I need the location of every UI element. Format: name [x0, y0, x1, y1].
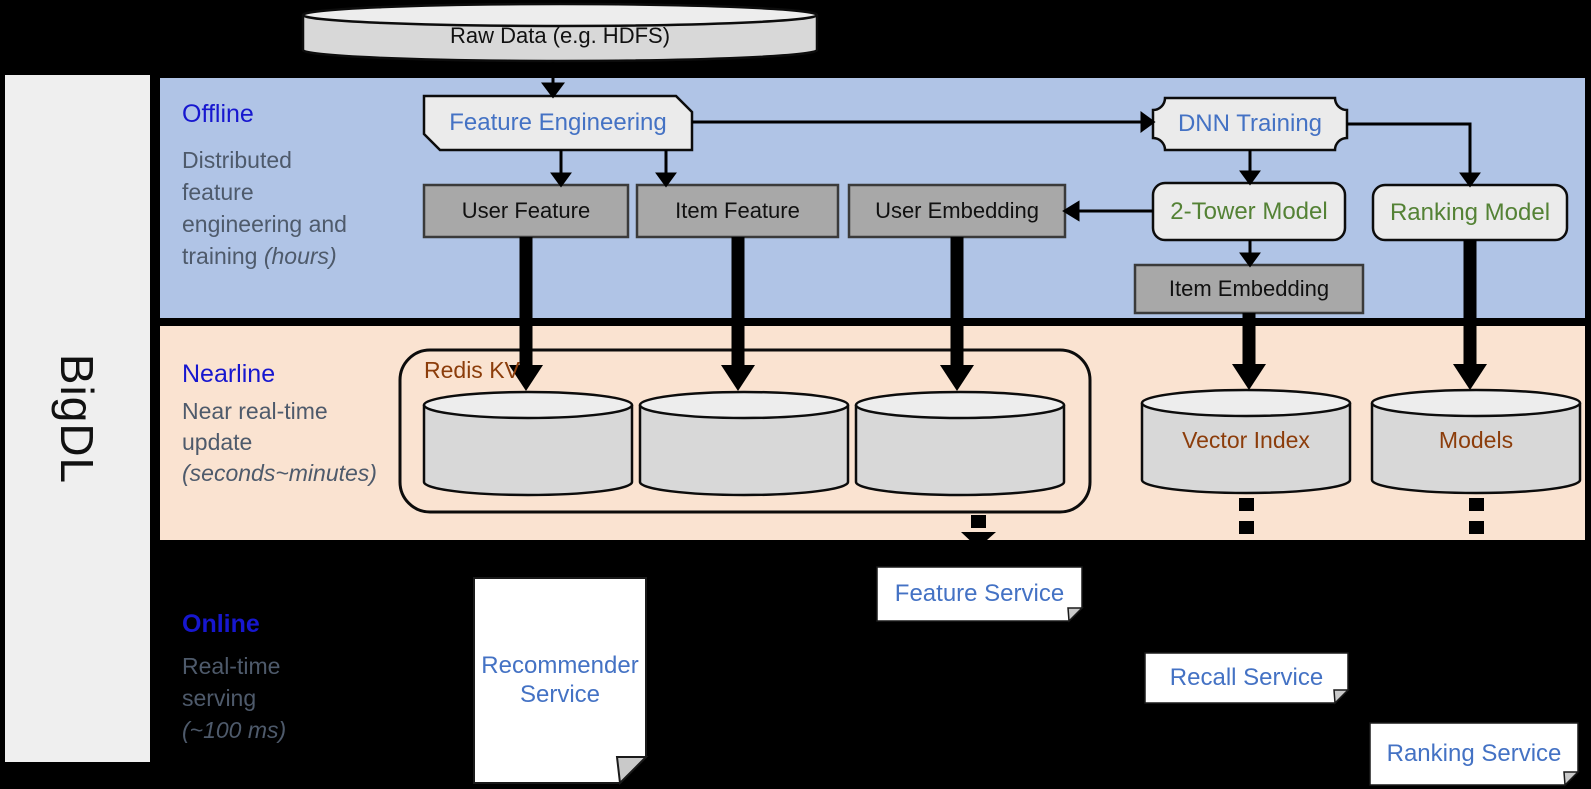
ranking-service-label: Ranking Service	[1386, 740, 1562, 767]
offline-description: Distributed feature engineering and trai…	[182, 147, 347, 269]
recall-service-card	[1144, 652, 1350, 705]
ranking-service-card	[1369, 722, 1580, 787]
vector-index-cylinder	[1140, 388, 1352, 495]
ranking-model-label: Ranking Model	[1389, 198, 1551, 226]
dashed-connectors	[961, 498, 1484, 548]
recall-service-label: Recall Service	[1169, 664, 1324, 691]
bigdl-sidebar: BigDL	[5, 75, 150, 762]
offline-title: Offline	[182, 99, 254, 128]
item-embedding-label: Item Embedding	[1168, 276, 1330, 301]
online-description: Real-time serving (~100 ms)	[182, 653, 287, 743]
nearline-title: Nearline	[182, 359, 276, 388]
dnn-training-label: DNN Training	[1177, 110, 1323, 137]
redis-cylinder-1	[422, 390, 634, 497]
nearline-description: Near real-time update (seconds~minutes)	[182, 398, 377, 486]
recommender-service-doc	[473, 577, 649, 786]
item-feature-label: Item Feature	[675, 198, 800, 223]
redis-cylinder-3	[854, 390, 1066, 497]
user-embedding-label: User Embedding	[875, 198, 1039, 223]
feature-engineering-label: Feature Engineering	[449, 109, 667, 136]
feature-engineering-shape	[422, 94, 694, 152]
raw-data-label: Raw Data (e.g. HDFS)	[449, 23, 671, 48]
models-cylinder	[1370, 388, 1582, 495]
feature-service-card	[876, 566, 1084, 623]
two-tower-model-label: 2-Tower Model	[1170, 197, 1328, 225]
item-embedding-box	[1133, 263, 1365, 315]
online-title: Online	[182, 609, 260, 638]
redis-kv-label: Redis KV	[424, 356, 520, 383]
raw-data-cylinder	[301, 2, 819, 63]
user-feature-label: User Feature	[461, 198, 591, 223]
feature-service-label: Feature Service	[894, 580, 1065, 607]
models-label: Models	[1438, 426, 1514, 453]
redis-cylinder-2	[638, 390, 850, 497]
heavy-arrows	[509, 237, 1487, 391]
dnn-training-shape	[1151, 96, 1349, 152]
item-feature-box	[635, 183, 840, 239]
thin-arrows	[541, 62, 1481, 268]
user-embedding-box	[847, 183, 1067, 239]
vector-index-label: Vector Index	[1182, 426, 1310, 453]
recommender-service-label: Recommender Service	[481, 652, 639, 708]
redis-kv-container	[398, 348, 1092, 514]
